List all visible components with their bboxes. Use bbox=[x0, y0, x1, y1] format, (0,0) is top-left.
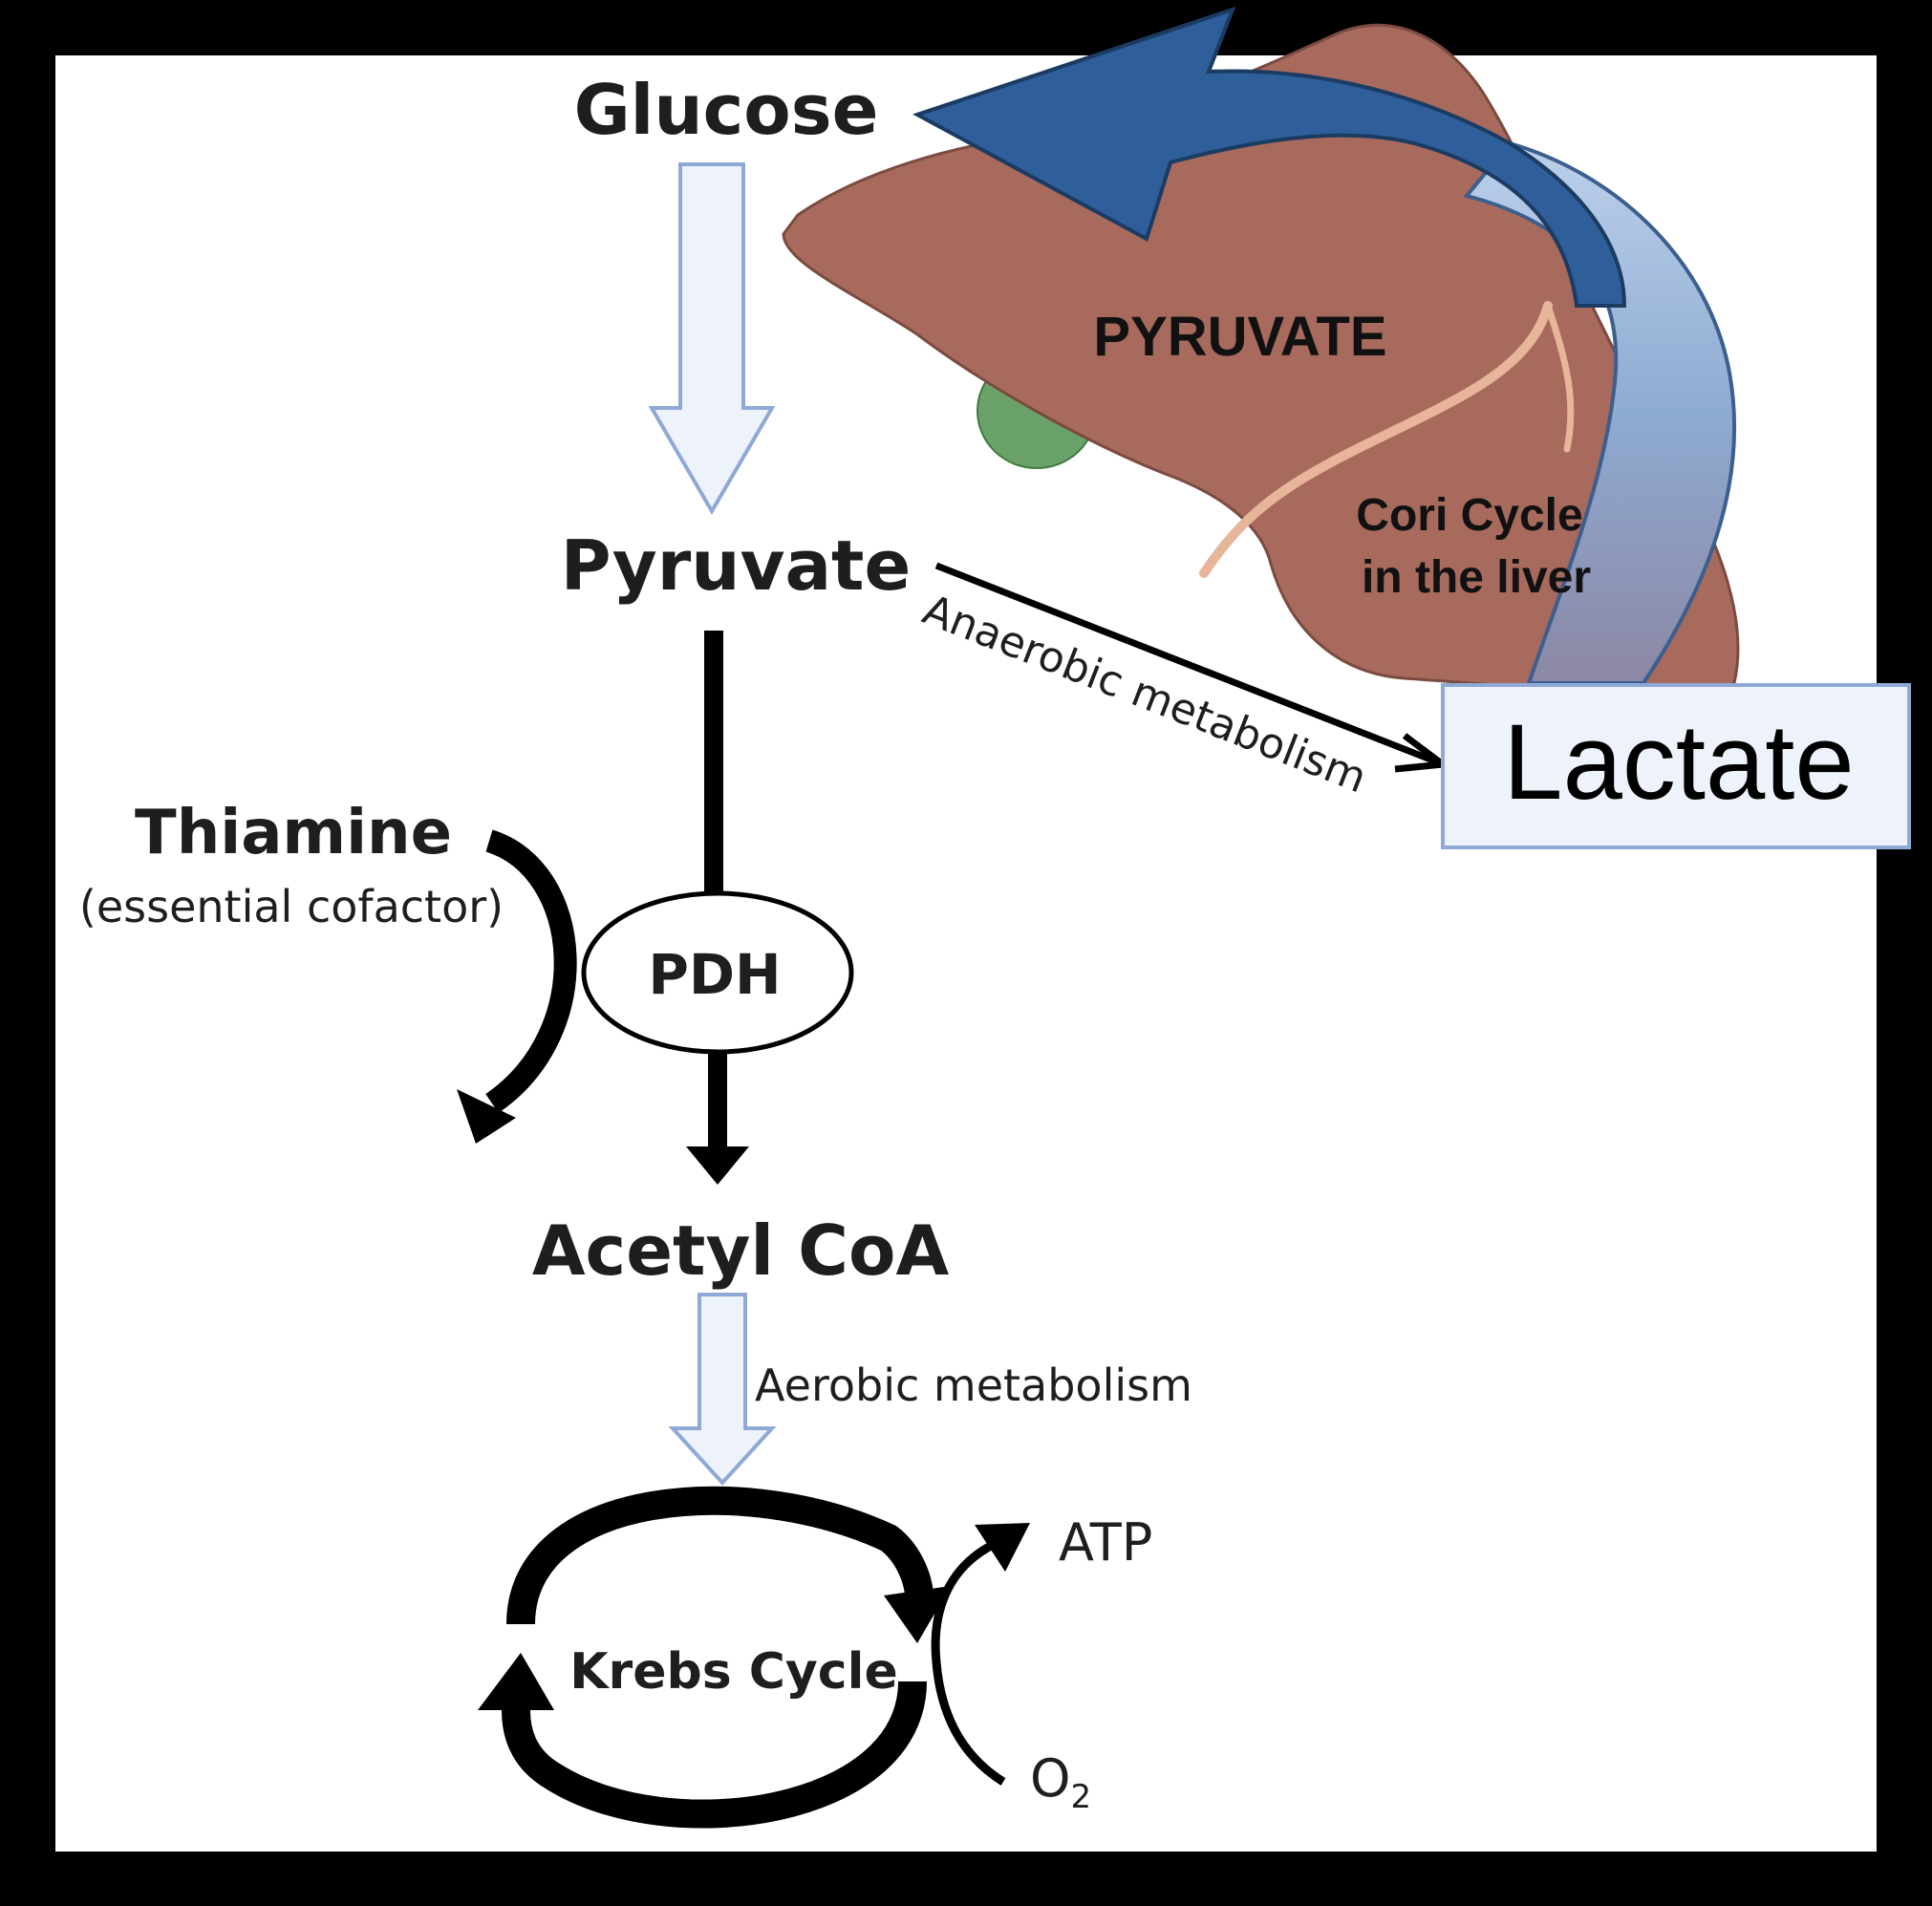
atp-arrowhead-icon bbox=[975, 1523, 1030, 1572]
o2-subscript-text: 2 bbox=[1071, 1778, 1092, 1816]
thiamine-curved-arrow-icon bbox=[484, 829, 577, 1113]
cori-cycle-label-line1: Cori Cycle bbox=[1356, 490, 1582, 541]
pyruvate-label: Pyruvate bbox=[561, 525, 912, 606]
krebs-cycle-bottom-arrowhead-icon bbox=[478, 1653, 554, 1710]
krebs-cycle-top-arrowhead-icon bbox=[884, 1586, 951, 1643]
atp-o2-branch-icon bbox=[931, 1538, 1006, 1786]
lactate-label: Lactate bbox=[1503, 702, 1854, 822]
aerobic-metabolism-label: Aerobic metabolism bbox=[755, 1360, 1192, 1411]
pdh-label: PDH bbox=[648, 942, 781, 1007]
cori-cycle-arrow bbox=[912, 6, 1737, 685]
krebs-cycle-bottom-arc-icon bbox=[502, 1681, 927, 1829]
thiamine-note-label: (essential cofactor) bbox=[79, 881, 504, 932]
o2-main-text: O bbox=[1030, 1748, 1071, 1809]
glucose-label: Glucose bbox=[574, 70, 879, 150]
anaerobic-arrow-icon bbox=[934, 562, 1440, 766]
cori-arrow-dark-band-icon bbox=[912, 6, 1627, 308]
o2-label: O2 bbox=[1030, 1748, 1091, 1816]
liver-pyruvate-label: PYRUVATE bbox=[1093, 306, 1386, 368]
glucose-to-pyruvate-arrow-icon bbox=[648, 162, 776, 515]
krebs-cycle-top-arc-icon bbox=[506, 1486, 934, 1625]
bile-duct-branch-icon bbox=[1544, 302, 1575, 453]
bile-duct-icon bbox=[1199, 301, 1553, 578]
cori-cycle-label-line2: in the liver bbox=[1362, 552, 1591, 603]
lactate-box bbox=[1441, 683, 1911, 849]
pdh-to-acetylcoa-arrowhead-icon bbox=[686, 1146, 749, 1185]
krebs-cycle-label: Krebs Cycle bbox=[569, 1643, 897, 1701]
acetylcoa-to-krebs-arrow-icon bbox=[668, 1293, 777, 1486]
thiamine-label: Thiamine bbox=[135, 798, 452, 868]
acetyl-coa-label: Acetyl CoA bbox=[532, 1210, 950, 1291]
atp-label: ATP bbox=[1059, 1512, 1152, 1573]
thiamine-arrowhead-icon bbox=[457, 1089, 516, 1144]
